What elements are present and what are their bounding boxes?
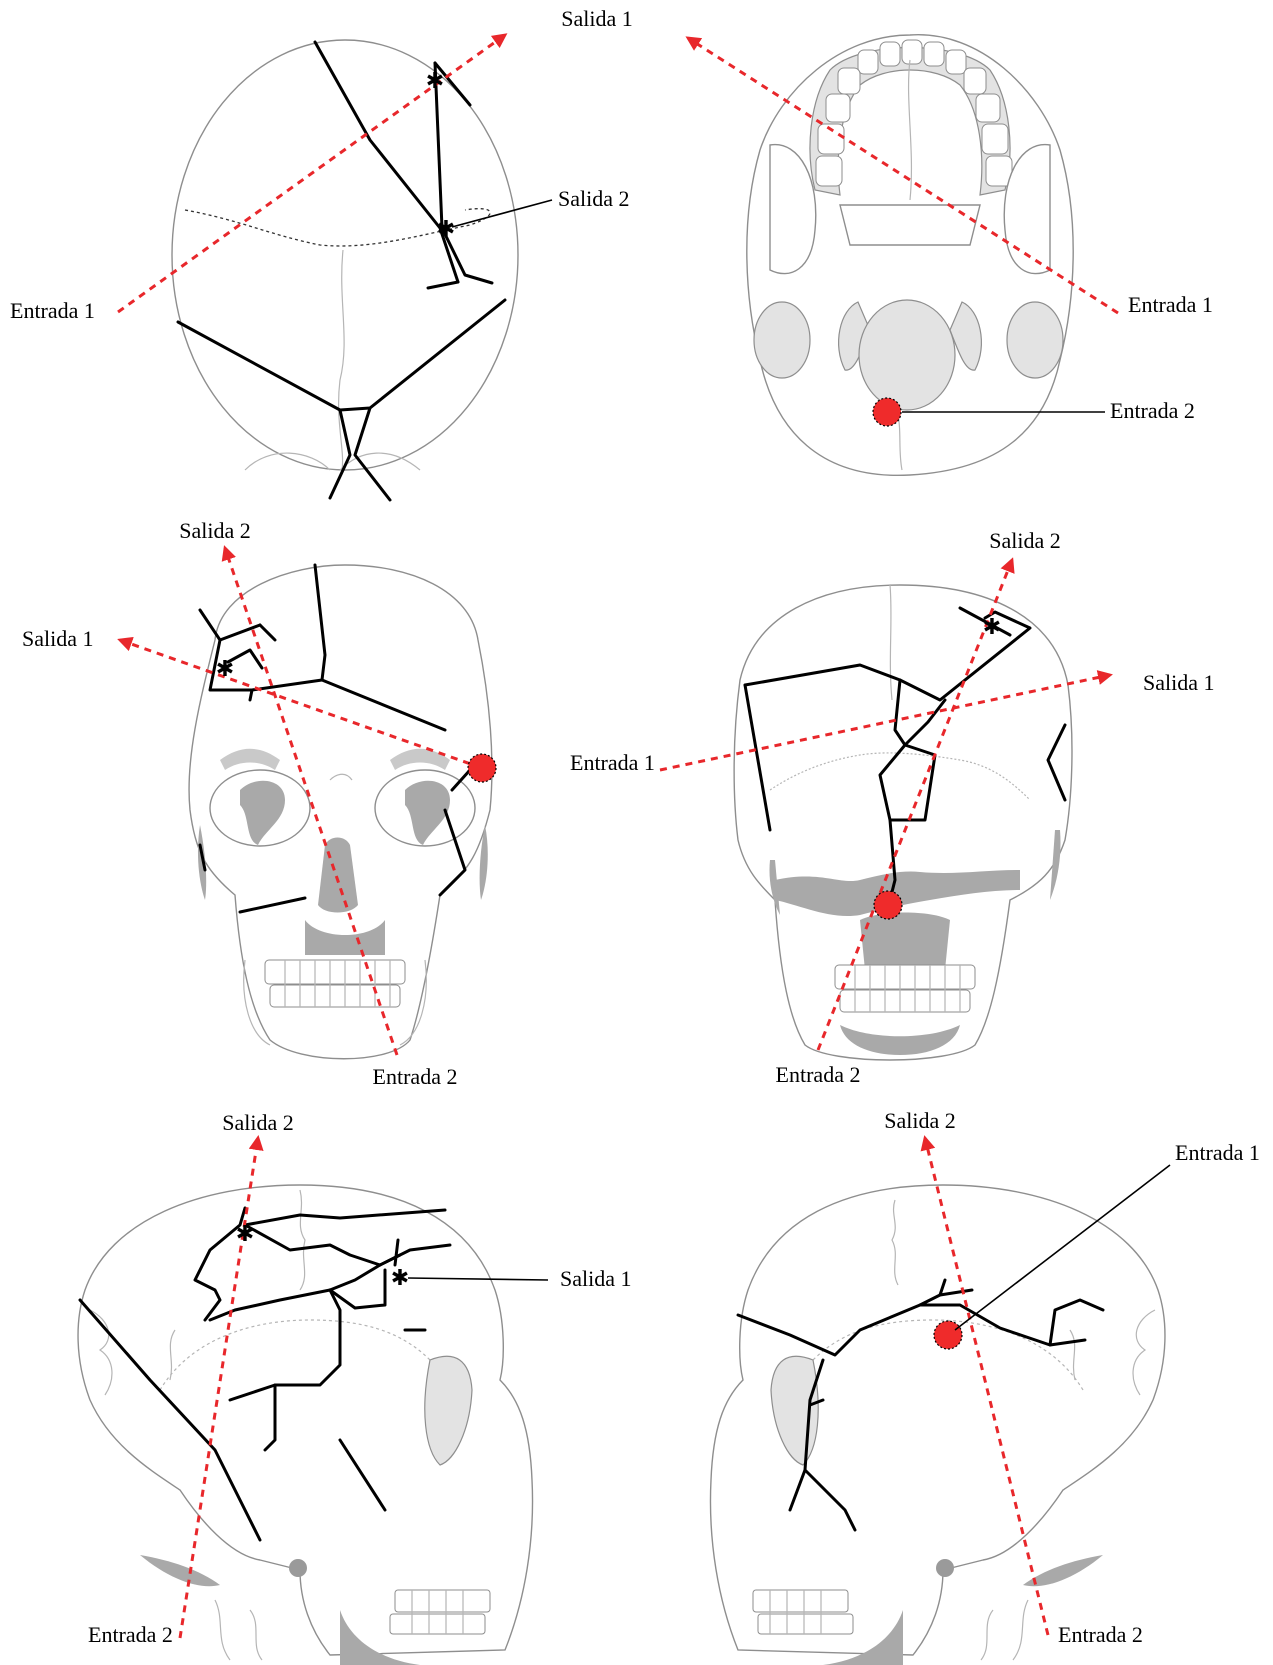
label-entrada-1: Entrada 1 [10, 298, 95, 323]
panel-lateral-left-view: Salida 2 Entrada 1 Entrada 2 [710, 1108, 1259, 1665]
ear-canal [289, 1559, 307, 1577]
entry-wound-icon [934, 1321, 962, 1349]
posterior-teeth [835, 965, 975, 1012]
label-salida-1: Salida 1 [560, 1266, 632, 1291]
entry-wound-icon [468, 754, 496, 782]
exit-star-icon: ✱ [391, 1265, 409, 1290]
label-entrada-2: Entrada 2 [88, 1622, 173, 1647]
lateral-left-teeth [753, 1590, 853, 1634]
foramen-magnum [859, 300, 955, 410]
label-salida-2: Salida 2 [884, 1108, 956, 1133]
label-entrada-1: Entrada 1 [1128, 292, 1213, 317]
panel-lateral-right-view: ✱ ✱ Salida 2 Salida 1 Entrada 2 [78, 1110, 631, 1665]
exit-star-icon: ✱ [983, 614, 1001, 639]
ear-canal [936, 1559, 954, 1577]
label-salida-2: Salida 2 [179, 518, 251, 543]
exit-star-icon: ✱ [437, 216, 455, 241]
skull-vertex-outline [172, 40, 518, 470]
exit-star-icon: ✱ [426, 68, 444, 93]
label-entrada-2: Entrada 2 [1058, 1622, 1143, 1647]
label-salida-1: Salida 1 [22, 626, 94, 651]
frontal-teeth [265, 960, 405, 1007]
label-entrada-2: Entrada 2 [776, 1062, 861, 1087]
panel-base-view: Entrada 1 Entrada 2 [688, 35, 1213, 476]
lateral-right-teeth [390, 1590, 490, 1634]
label-salida-2: Salida 2 [989, 528, 1061, 553]
label-entrada-2: Entrada 2 [1110, 398, 1195, 423]
right-condyle [1007, 302, 1063, 378]
label-salida-1: Salida 1 [561, 6, 633, 31]
exit-star-icon: ✱ [236, 1221, 254, 1246]
exit-star-icon: ✱ [216, 656, 234, 681]
label-entrada-2: Entrada 2 [373, 1064, 458, 1089]
label-entrada-1: Entrada 1 [1175, 1140, 1260, 1165]
panel-frontal-view: ✱ Salida 2 Salida 1 Entrada 1 Entrada 2 [22, 518, 655, 1089]
label-salida-1: Salida 1 [1143, 670, 1215, 695]
label-salida-2: Salida 2 [558, 186, 630, 211]
panel-top-vertex-view: ✱ ✱ Salida 1 Salida 2 Entrada 1 [10, 6, 633, 500]
entry-wound-icon [873, 398, 901, 426]
label-entrada-1: Entrada 1 [570, 750, 655, 775]
label-salida-2: Salida 2 [222, 1110, 294, 1135]
left-condyle [754, 302, 810, 378]
panel-posterior-view: ✱ Salida 2 Salida 1 Entrada 2 [660, 528, 1215, 1087]
entry-wound-icon [874, 891, 902, 919]
